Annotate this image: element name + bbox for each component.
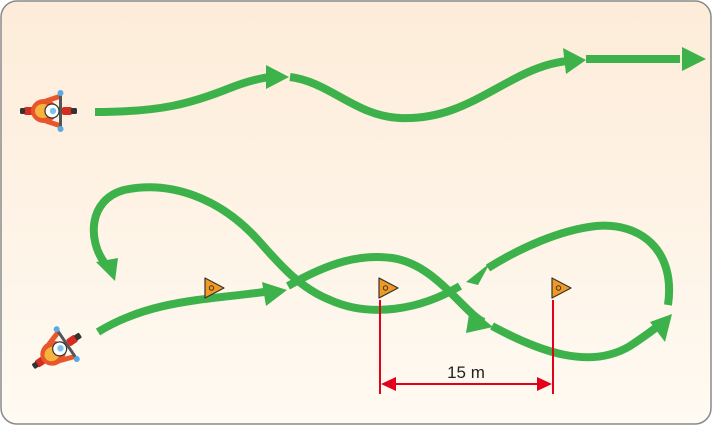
measure-arrowheads [381,377,552,391]
slalom-arrowheads [266,47,706,89]
slalom-path [94,55,680,123]
figure-eight-arrowheads [96,258,672,342]
distance-measure [379,300,554,394]
figure-eight-path [89,183,674,362]
distance-label: 15 m [447,363,485,382]
